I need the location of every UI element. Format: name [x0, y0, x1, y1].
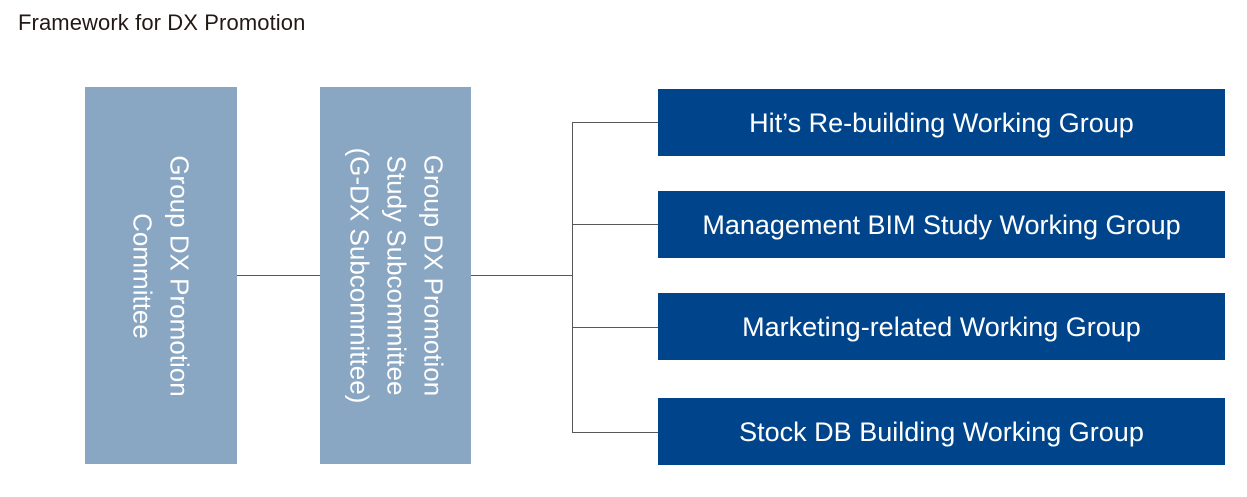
working-group-label: Management BIM Study Working Group: [702, 209, 1181, 240]
node-label-subcommittee: Group DX Promotion Study Subcommittee (G…: [340, 148, 451, 404]
subcommittee-line-3: (G-DX Subcommittee): [344, 147, 375, 404]
node-group-dx-promotion-committee[interactable]: Group DX Promotion Committee: [85, 87, 237, 464]
node-working-group-management-bim-study[interactable]: Management BIM Study Working Group: [658, 191, 1225, 258]
subcommittee-line-1: Group DX Promotion: [418, 154, 449, 397]
connector-branch-working-group-4: [572, 432, 658, 433]
node-label-committee: Group DX Promotion Committee: [124, 155, 198, 396]
node-working-group-hits-rebuilding[interactable]: Hit’s Re-building Working Group: [658, 89, 1225, 156]
connector-branch-working-group-3: [572, 327, 658, 328]
working-group-label: Stock DB Building Working Group: [739, 416, 1144, 447]
working-group-label: Hit’s Re-building Working Group: [749, 107, 1134, 138]
subcommittee-line-2: Study Subcommittee: [381, 155, 412, 396]
connector-vertical-trunk: [572, 122, 573, 433]
committee-line-2: Committee: [128, 212, 159, 339]
connector-subcommittee-to-trunk: [471, 275, 572, 276]
node-working-group-stock-db-building[interactable]: Stock DB Building Working Group: [658, 398, 1225, 465]
connector-branch-working-group-2: [572, 224, 658, 225]
node-group-dx-promotion-study-subcommittee[interactable]: Group DX Promotion Study Subcommittee (G…: [320, 87, 471, 464]
connector-committee-to-subcommittee: [237, 275, 320, 276]
working-group-label: Marketing-related Working Group: [742, 311, 1141, 342]
connector-branch-working-group-1: [572, 122, 658, 123]
page-title: Framework for DX Promotion: [18, 10, 306, 35]
node-working-group-marketing-related[interactable]: Marketing-related Working Group: [658, 293, 1225, 360]
committee-line-1: Group DX Promotion: [165, 154, 196, 397]
